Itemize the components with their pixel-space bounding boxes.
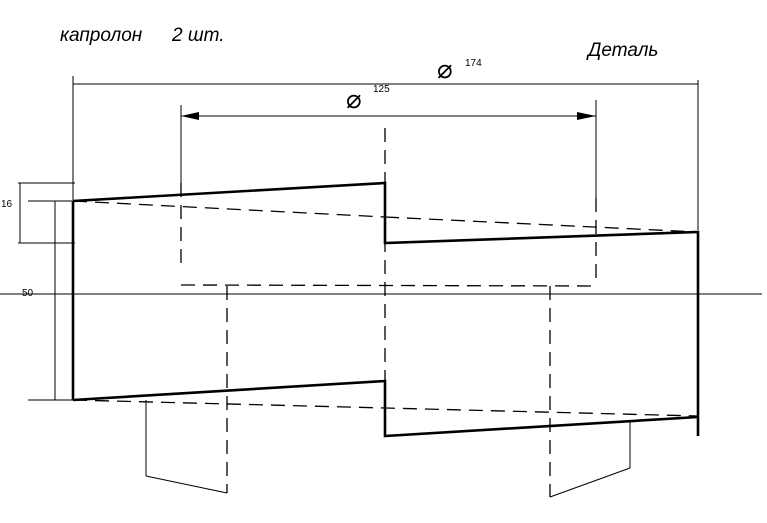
hidden-upper-right-taper [384, 216, 699, 233]
proj-left-slant [145, 475, 228, 494]
dimension-lines [0, 76, 762, 401]
part-label: Деталь [586, 40, 658, 61]
proj-right-slant [549, 467, 631, 498]
inner-dim-arrow-left [181, 112, 199, 120]
arrowheads [181, 112, 596, 120]
hidden-lower-line [72, 399, 699, 417]
material-label: капролон [60, 25, 143, 46]
diameter-symbol-inner: ⌀ [346, 84, 362, 114]
quantity-label: 2 шт. [171, 25, 225, 46]
diameter-symbol-outer: ⌀ [437, 54, 453, 84]
projection-lines [145, 400, 631, 498]
height-50-label: 50 [22, 288, 34, 299]
height-16-label: 16 [1, 199, 13, 210]
inner-diameter-value: 125 [373, 84, 390, 95]
hidden-upper-left-taper [72, 200, 386, 218]
outer-diameter-value: 174 [465, 58, 482, 69]
hidden-bore-bottom [180, 284, 597, 287]
inner-dim-arrow-right [577, 112, 596, 120]
hidden-lines [72, 128, 699, 497]
